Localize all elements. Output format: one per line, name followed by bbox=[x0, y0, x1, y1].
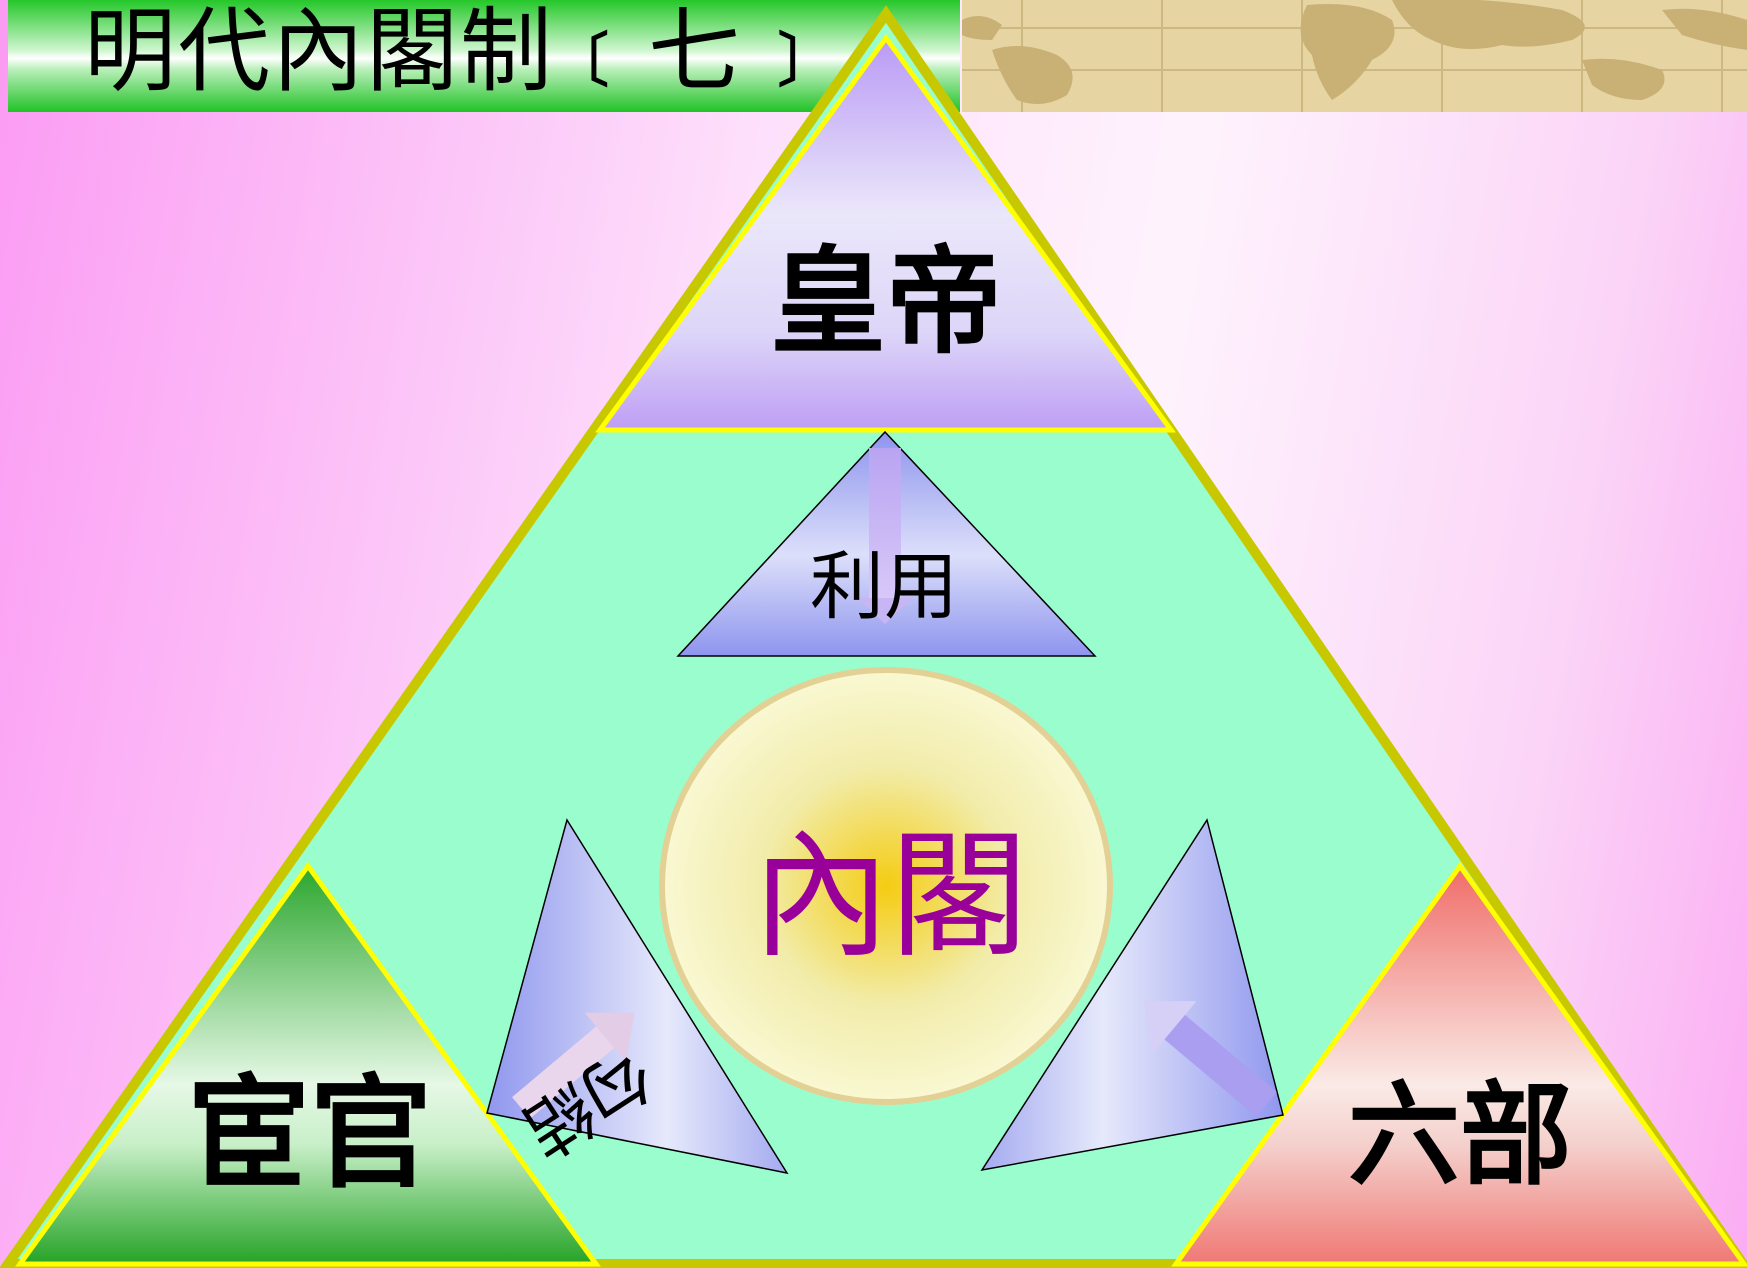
emperor-triangle bbox=[595, 33, 1176, 433]
up-left-arrow-icon bbox=[1144, 1001, 1277, 1117]
right-arrow-triangle bbox=[980, 818, 1284, 1172]
up-right-arrow-icon bbox=[512, 1012, 635, 1119]
six-ministries-label: 六部 bbox=[1348, 1071, 1572, 1201]
slide-title: 明代內閣制﹝七﹞ bbox=[84, 0, 837, 105]
world-map-graphic bbox=[962, 0, 1747, 112]
six-ministries-triangle bbox=[1171, 861, 1747, 1267]
cabinet-label: 內閣 bbox=[752, 816, 1028, 977]
title-bar: 明代內閣制﹝七﹞ bbox=[8, 0, 960, 112]
world-map-banner bbox=[962, 0, 1747, 112]
down-arrow-icon bbox=[858, 448, 912, 624]
cabinet-circle bbox=[659, 667, 1113, 1105]
emperor-label: 皇帝 bbox=[770, 235, 1002, 370]
top-arrow-label: 利用 bbox=[810, 544, 958, 630]
eunuchs-label: 宦官 bbox=[188, 1063, 432, 1205]
eunuchs-triangle bbox=[15, 861, 601, 1267]
